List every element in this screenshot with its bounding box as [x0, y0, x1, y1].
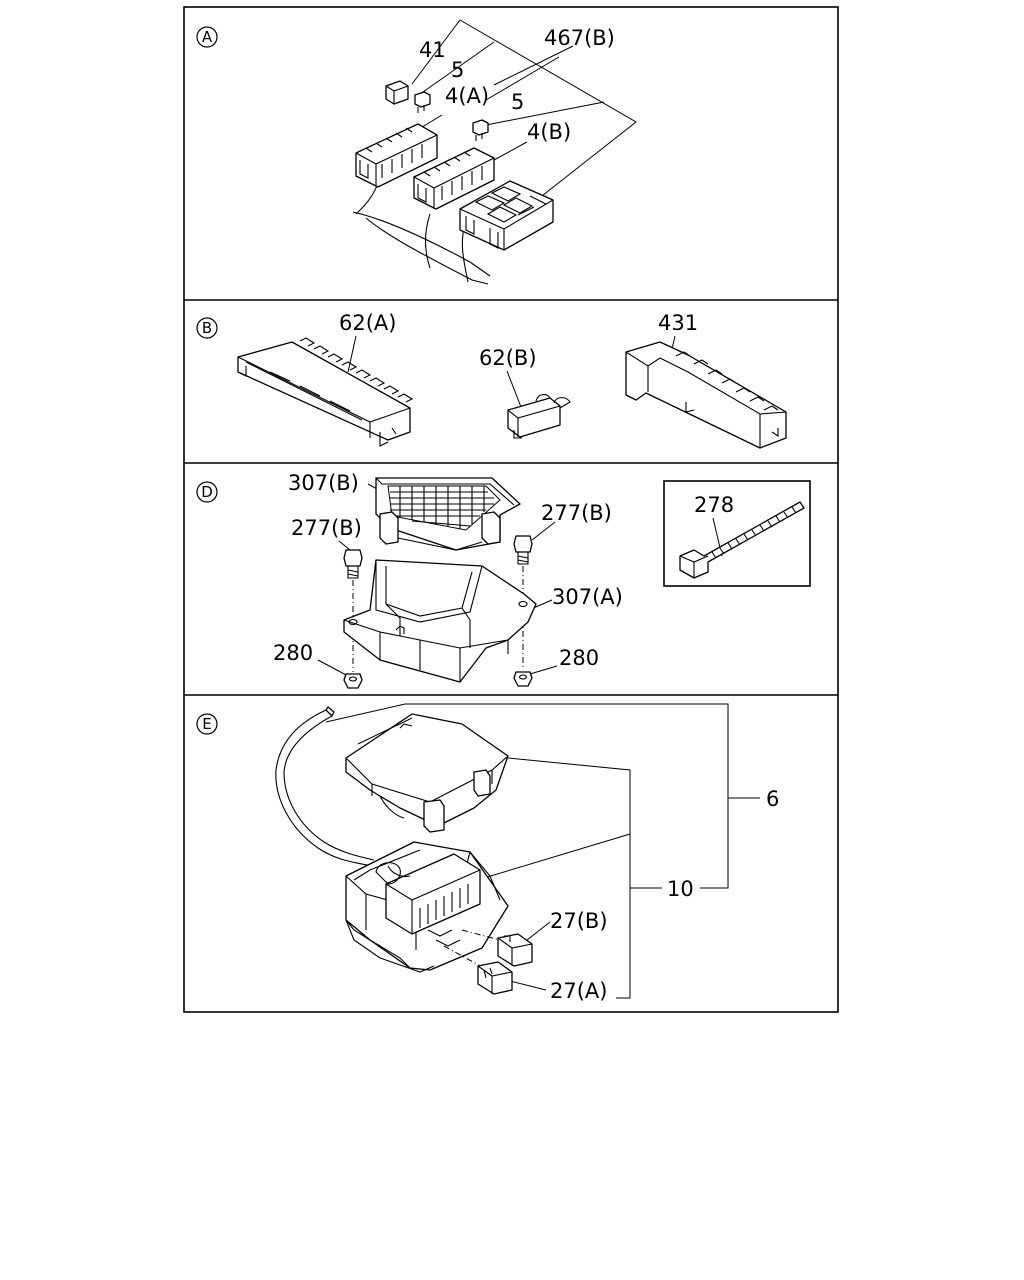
- fuse-holder-431: [625, 341, 787, 449]
- section-e-leaders: [325, 703, 760, 999]
- section-d-letter: D: [201, 483, 213, 501]
- label-4a: 4(A): [445, 84, 489, 108]
- relay-27b: [497, 933, 533, 967]
- nut-280-left: [343, 673, 363, 689]
- section-d-marker: D: [196, 481, 218, 503]
- label-277b-left: 277(B): [291, 516, 362, 540]
- fuse-box-base: [345, 841, 509, 973]
- label-280-left: 280: [273, 641, 313, 665]
- section-a-letter: A: [202, 28, 213, 46]
- label-307a: 307(A): [552, 585, 623, 609]
- connector-4b-small: [413, 147, 495, 210]
- section-e: E 6 10 27(B) 27(A): [196, 703, 779, 1003]
- section-a-marker: A: [196, 26, 218, 48]
- fuse-62b: [507, 393, 571, 439]
- label-10: 10: [667, 877, 694, 901]
- fuse-box-lid: [345, 713, 509, 833]
- fuse-5-upper: [414, 91, 431, 113]
- section-b-letter: B: [202, 319, 212, 337]
- label-307b: 307(B): [288, 471, 359, 495]
- label-280-right: 280: [559, 646, 599, 670]
- nut-280-right: [513, 671, 533, 687]
- label-5-lower: 5: [511, 90, 524, 114]
- label-6: 6: [766, 787, 779, 811]
- label-62b: 62(B): [479, 346, 537, 370]
- label-277b-right: 277(B): [541, 501, 612, 525]
- section-e-marker: E: [196, 713, 218, 735]
- label-62a: 62(A): [339, 311, 396, 335]
- label-5-upper: 5: [451, 58, 464, 82]
- cable: [275, 706, 375, 867]
- axis-line-27a: [443, 945, 485, 969]
- label-431: 431: [658, 311, 698, 335]
- label-27b: 27(B): [550, 909, 608, 933]
- bolt-277b-left: [343, 549, 363, 579]
- leader-62a: [347, 335, 357, 373]
- connector-relay-block: [459, 180, 554, 251]
- case-307a: [343, 559, 537, 683]
- label-4b: 4(B): [527, 120, 571, 144]
- fuse-block-62a: [237, 337, 414, 447]
- section-b-marker: B: [196, 317, 218, 339]
- label-278: 278: [694, 493, 734, 517]
- section-e-letter: E: [202, 715, 211, 733]
- connector-4a: [355, 123, 438, 188]
- cover-307b: [375, 477, 521, 551]
- label-27a: 27(A): [550, 979, 607, 1003]
- fuse-41: [385, 80, 409, 105]
- leader-62b: [506, 370, 522, 408]
- inset-box-278: [663, 480, 811, 587]
- wire-harness: [352, 182, 491, 285]
- bolt-277b-right: [513, 535, 533, 565]
- section-b: B 62(A) 62(B) 431: [196, 311, 787, 449]
- diagram-frame: [183, 6, 839, 1013]
- section-a: A 41 5 467(B) 4(A) 5 4(B): [196, 19, 637, 285]
- relay-27a: [477, 961, 513, 995]
- fuse-5-lower: [472, 119, 489, 141]
- section-d: D 307(B) 277(B) 277(B) 307(A) 280 280: [196, 471, 811, 689]
- label-41: 41: [419, 38, 446, 62]
- label-467b: 467(B): [544, 26, 615, 50]
- cable-tie-278: [679, 501, 805, 579]
